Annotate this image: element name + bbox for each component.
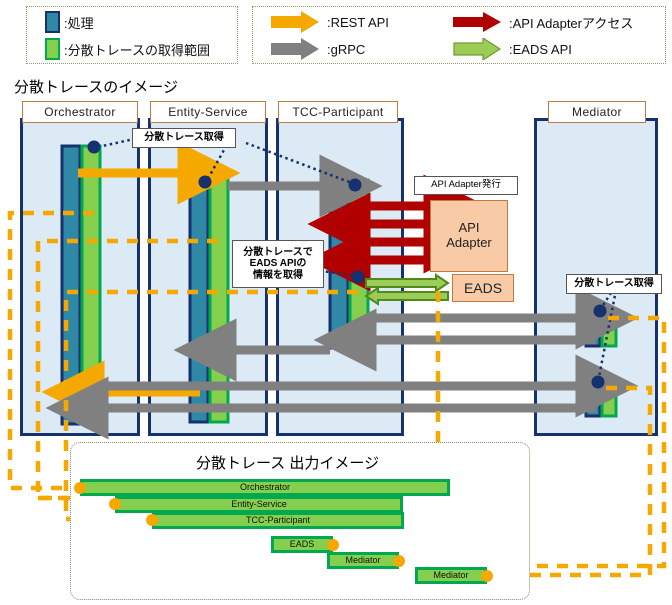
legend-label-api-adapter: :API Adapterアクセス — [509, 15, 634, 31]
arrow-eads-request — [365, 273, 450, 293]
trace-bar-orchestrator-label: Orchestrator — [239, 481, 290, 492]
legend-label-process: :処理 — [64, 15, 94, 31]
legend-right: :REST API :API Adapterアクセス :gRPC :EADS A… — [252, 6, 666, 64]
trace-bar-entity-service[interactable]: Entity-Service — [115, 496, 403, 513]
eads-box-label: EADS — [463, 279, 503, 296]
lane-header-orchestrator[interactable]: Orchestrator — [22, 101, 138, 123]
process-swatch — [45, 11, 60, 33]
page-title: 分散トレースのイメージ — [14, 79, 178, 96]
trace-dot-entity-service — [198, 175, 212, 189]
legend-label-grpc: :gRPC — [327, 41, 366, 57]
lane-header-tcc-participant[interactable]: TCC-Participant — [278, 101, 398, 123]
trace-bar-mediator-2-label: Mediator — [433, 569, 469, 580]
red-arrow-icon — [453, 12, 501, 32]
trace-dot-mediator-1 — [593, 304, 607, 318]
legend-item-process: :処理 — [45, 11, 94, 33]
lane-label-orchestrator: Orchestrator — [44, 105, 116, 119]
callout-trace-acquire-top-label: 分散トレース取得 — [144, 132, 224, 144]
lane-header-mediator[interactable]: Mediator — [548, 101, 646, 123]
orchestrator-activation — [60, 144, 102, 426]
lane-label-entity-service: Entity-Service — [168, 105, 248, 119]
trace-bar-eads-label: EADS — [289, 538, 315, 549]
trace-bar-orchestrator[interactable]: Orchestrator — [80, 479, 450, 496]
legend-item-api-adapter: :API Adapterアクセス — [453, 11, 633, 33]
legend-item-eads-api: :EADS API — [453, 38, 572, 60]
callout-trace-acquire-top: 分散トレース取得 — [132, 128, 236, 148]
trace-dot-orchestrator — [87, 140, 101, 154]
legend-left: :処理 :分散トレースの取得範囲 — [26, 6, 238, 64]
gray-arrow-icon — [271, 38, 319, 60]
green-arrow-icon — [453, 38, 502, 60]
orange-arrow-icon — [271, 11, 319, 33]
lane-header-entity-service[interactable]: Entity-Service — [150, 101, 266, 123]
trace-dot-eads — [351, 270, 365, 284]
trace-bar-tcc-participant[interactable]: TCC-Participant — [152, 512, 404, 529]
lane-label-tcc-participant: TCC-Participant — [292, 105, 384, 119]
legend-item-grpc: :gRPC — [271, 38, 365, 60]
trace-scope-swatch — [45, 38, 60, 60]
lane-label-mediator: Mediator — [572, 105, 622, 119]
trace-bar-eads[interactable]: EADS — [271, 536, 333, 553]
eads-box[interactable]: EADS — [452, 274, 514, 302]
trace-dot-tcc-participant — [348, 178, 362, 192]
trace-bar-mediator-2[interactable]: Mediator — [415, 567, 487, 584]
trace-point-dots — [87, 140, 607, 389]
legend-item-rest-api: :REST API — [271, 11, 389, 33]
legend-label-rest-api: :REST API — [327, 14, 389, 30]
callout-trace-acquire-mediator: 分散トレース取得 — [566, 274, 662, 294]
trace-bar-entity-service-label: Entity-Service — [231, 498, 287, 509]
trace-dot-mediator-2 — [591, 375, 605, 389]
callout-trace-acquire-mediator-label: 分散トレース取得 — [574, 278, 654, 290]
trace-bar-tcc-participant-label: TCC-Participant — [245, 514, 310, 525]
callout-api-adapter-issue-label: API Adapter発行 — [431, 179, 501, 191]
trace-bar-mediator-1[interactable]: Mediator — [327, 552, 399, 569]
callout-api-adapter-issue: API Adapter発行 — [414, 176, 518, 195]
legend-label-eads-api: :EADS API — [509, 41, 572, 57]
legend-item-trace-scope: :分散トレースの取得範囲 — [45, 38, 210, 60]
trace-bar-mediator-1-label: Mediator — [345, 554, 381, 565]
legend-label-trace-scope: :分散トレースの取得範囲 — [64, 42, 210, 58]
trace-output-title: 分散トレース 出力イメージ — [196, 455, 380, 472]
